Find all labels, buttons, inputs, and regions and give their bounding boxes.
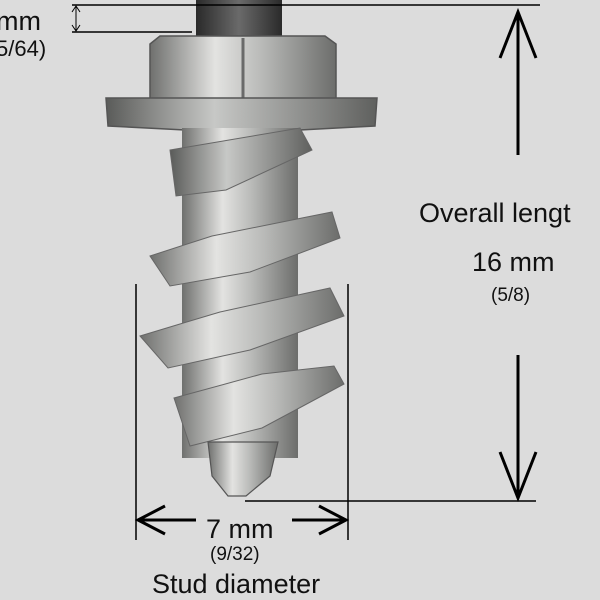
overall-length-value: 16 mm	[472, 247, 555, 277]
stud-illustration	[105, 0, 378, 497]
stud-diameter-value: 7 mm	[206, 514, 274, 544]
tip-height-dimension	[71, 4, 540, 33]
overall-length-fraction: (5/8)	[491, 285, 531, 306]
stud-diameter-dimension	[134, 284, 350, 540]
overall-length-caption: Overall lengt	[419, 198, 571, 228]
stud-diameter-fraction: (9/32)	[210, 544, 260, 565]
thread-3	[139, 287, 345, 369]
thread-1	[169, 127, 313, 197]
carbide-pin	[196, 0, 282, 40]
thread-2	[149, 211, 341, 287]
stud-tip	[207, 441, 279, 497]
tip-height-value: mm	[0, 6, 41, 36]
flange	[105, 97, 378, 133]
tip-height-fraction: 5/64)	[0, 36, 47, 61]
thread-4	[173, 365, 345, 447]
overall-length-dimension	[245, 7, 538, 503]
stud-diameter-caption: Stud diameter	[152, 569, 321, 599]
